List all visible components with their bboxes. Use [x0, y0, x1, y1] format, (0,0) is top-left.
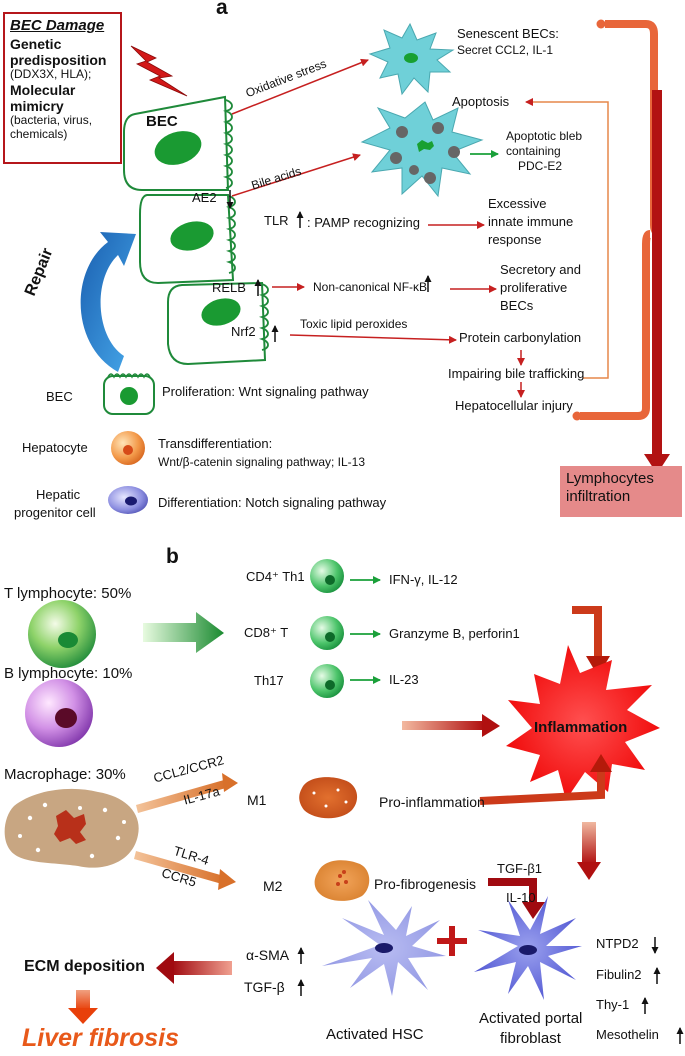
cd4-label: CD4⁺ Th1	[246, 569, 305, 584]
inflammation-burst	[506, 645, 660, 800]
progenitor-text: Differentiation: Notch signaling pathway	[158, 495, 387, 510]
pathway-arrows	[231, 58, 609, 398]
macrophage-label: Macrophage: 30%	[4, 766, 126, 783]
regulation-arrows	[226, 190, 432, 342]
apoptosis-label: Apoptosis	[452, 94, 510, 109]
innate-line-2: innate immune	[488, 214, 574, 229]
activated-hsc-label: Activated HSC	[326, 1026, 424, 1043]
tgfb-label: TGF-β	[244, 979, 285, 995]
fibulin2-label: Fibulin2	[596, 967, 642, 982]
cd8-label: CD8⁺ T	[244, 625, 289, 640]
pamp-label: : PAMP recognizing	[307, 215, 420, 230]
senescent-detail: Secret CCL2, IL-1	[457, 43, 554, 57]
il10-label: IL-10	[506, 890, 536, 905]
bec-small-cell	[103, 373, 155, 415]
bleb-line-2: containing	[506, 144, 561, 158]
t-cell-arrow	[143, 612, 224, 653]
secretory-line-3: BECs	[500, 298, 534, 313]
bec-row-label: BEC	[46, 389, 73, 404]
b-lymphocyte-label: B lymphocyte: 10%	[4, 665, 133, 682]
inflammation-arrow-top	[572, 606, 602, 660]
inflammation-label: Inflammation	[534, 719, 628, 736]
portal-fibroblast-line-2: fibroblast	[500, 1030, 561, 1047]
m1-label: M1	[247, 792, 267, 808]
ae2-label: AE2	[192, 190, 217, 205]
bec-cell-label: BEC	[146, 113, 178, 130]
m2-label: M2	[263, 878, 283, 894]
m1-cell	[299, 777, 358, 819]
damage-title: BEC Damage	[10, 17, 105, 34]
bec-nucleus	[170, 221, 214, 251]
innate-line-3: response	[488, 232, 542, 247]
bec-damage-box: BEC Damage Genetic predisposition (DDX3X…	[3, 12, 122, 164]
bec-nucleus	[154, 131, 202, 165]
hepatocellular-label: Hepatocellular injury	[455, 398, 573, 413]
mimicry-detail: (bacteria, virus, chemicals)	[10, 113, 93, 142]
hep-text-2: Wnt/β-catenin signaling pathway; IL-13	[158, 455, 366, 469]
repair-arrow	[80, 232, 136, 372]
tlr-label: TLR	[264, 213, 289, 228]
toxic-label: Toxic lipid peroxides	[300, 317, 408, 331]
thy1-label: Thy-1	[596, 997, 630, 1012]
progenitor-label-1: Hepatic	[36, 487, 81, 502]
bec-row-text: Proliferation: Wnt signaling pathway	[162, 384, 369, 399]
ecm-label: ECM deposition	[24, 958, 145, 975]
portal-fibroblast-line-1: Activated portal	[479, 1010, 583, 1027]
lymphocytes-label: Lymphocytes infiltration	[566, 470, 654, 505]
pro-inflammation-arrow	[479, 770, 605, 805]
secretory-line-1: Secretory and	[500, 262, 581, 277]
lightning-icon	[130, 45, 188, 97]
th17-label: Th17	[254, 673, 284, 688]
hepatocyte-label: Hepatocyte	[22, 440, 88, 455]
progenitor-label-2: progenitor cell	[14, 505, 96, 520]
pro-inflammation-label: Pro-inflammation	[379, 794, 485, 810]
impairing-label: Impairing bile trafficking	[448, 366, 585, 381]
genetic-detail: (DDX3X, HLA);	[10, 67, 92, 82]
lymphocytes-infiltration-box: Lymphocytes infiltration	[560, 466, 682, 517]
mimicry-title: Molecular mimicry	[10, 82, 76, 115]
liver-fibrosis-label: Liver fibrosis	[22, 1024, 179, 1052]
pro-fibrogenesis-label: Pro-fibrogenesis	[374, 876, 476, 892]
cd4-output: IFN-γ, IL-12	[389, 572, 458, 587]
bleb-line-1: Apoptotic bleb	[506, 129, 583, 143]
infiltration-bracket	[572, 19, 670, 474]
asma-label: α-SMA	[246, 947, 290, 963]
cd8-output: Granzyme B, perforin1	[389, 626, 520, 641]
panel-b-label: b	[166, 545, 179, 568]
nrf2-label: Nrf2	[231, 324, 256, 339]
bleb-line-3: PDC-E2	[518, 159, 563, 173]
carbonylation-label: Protein carbonylation	[459, 330, 582, 345]
genetic-title: Genetic predisposition	[10, 36, 107, 69]
hep-text-1: Transdifferentiation:	[158, 436, 273, 451]
ntpd2-label: NTPD2	[596, 936, 639, 951]
bec-nucleus	[201, 298, 241, 326]
innate-line-1: Excessive	[488, 196, 547, 211]
m2-cell	[314, 860, 370, 901]
nfkb-label: Non-canonical NF-κB	[313, 280, 428, 294]
panel-a-label: a	[216, 0, 228, 19]
th17-output: IL-23	[389, 672, 419, 687]
mesothelin-label: Mesothelin	[596, 1027, 659, 1042]
tgfb1-label: TGF-β1	[497, 861, 543, 876]
t-lymphocyte-label: T lymphocyte: 50%	[4, 585, 132, 602]
senescent-title: Senescent BECs:	[457, 26, 559, 41]
relb-label: RELB	[212, 280, 246, 295]
secretory-line-2: proliferative	[500, 280, 568, 295]
